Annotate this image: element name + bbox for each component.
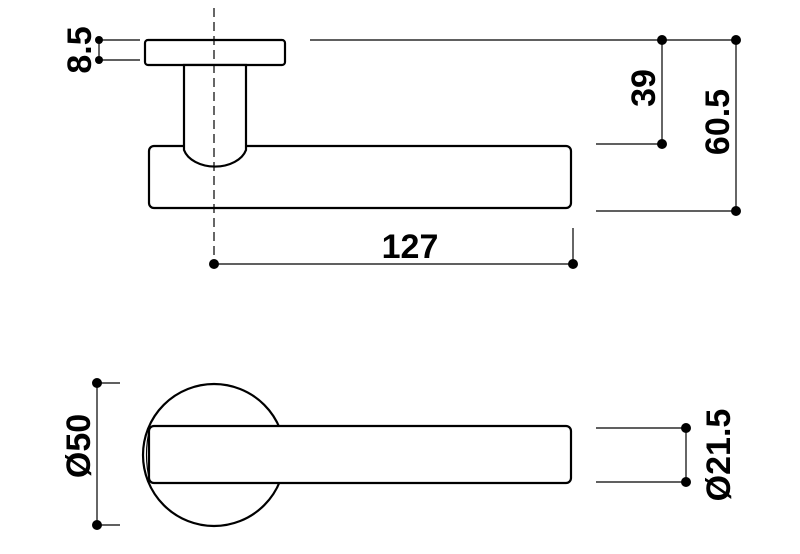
side-view: 8.5 39 60.5 127 xyxy=(61,8,741,269)
label-total-height: 60.5 xyxy=(699,89,737,155)
lever-bar xyxy=(147,144,573,210)
lever-neck xyxy=(182,63,248,168)
label-lever-diameter: Ø21.5 xyxy=(700,409,738,502)
label-rose-thickness: 8.5 xyxy=(61,26,99,73)
dim-rose-to-lever: 39 xyxy=(596,35,667,149)
label-rose-diameter: Ø50 xyxy=(60,414,98,478)
dim-rose-thickness: 8.5 xyxy=(61,26,140,74)
dim-lever-diameter: Ø21.5 xyxy=(596,409,738,502)
dim-total-height: 60.5 xyxy=(596,35,741,216)
front-view: Ø50 Ø21.5 xyxy=(60,378,738,530)
lever-end-edge xyxy=(145,426,151,483)
dim-rose-diameter: Ø50 xyxy=(60,378,120,530)
label-rose-to-lever: 39 xyxy=(625,69,663,107)
label-lever-length: 127 xyxy=(382,228,439,266)
lever-bar-front xyxy=(147,424,573,485)
dim-lever-length: 127 xyxy=(209,228,578,269)
rose-plate xyxy=(143,38,287,67)
